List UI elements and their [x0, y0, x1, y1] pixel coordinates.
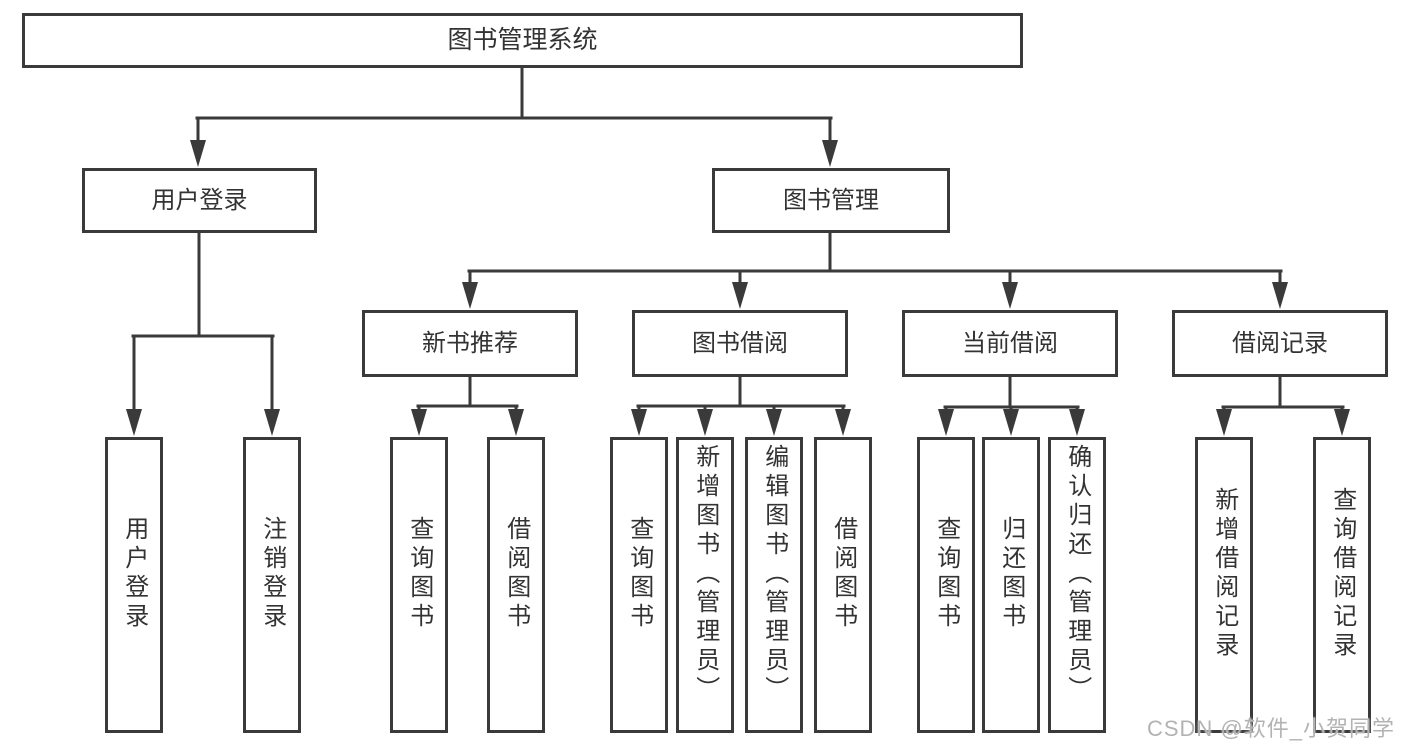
leaf-user-login-label: 用户登录	[120, 516, 148, 632]
node-current-borrowing: 当前借阅	[902, 310, 1118, 377]
leaf-br-query-record-label: 查询借阅记录	[1328, 487, 1356, 661]
leaf-cb-confirm-return-admin: 确认归还（管理员）	[1048, 437, 1106, 733]
leaf-nb-borrow-books: 借阅图书	[487, 437, 545, 733]
node-book-borrowing-label: 图书借阅	[692, 329, 788, 357]
leaf-logout: 注销登录	[243, 437, 301, 733]
leaf-bb-borrow-books: 借阅图书	[814, 437, 872, 733]
leaf-br-add-record: 新增借阅记录	[1195, 437, 1253, 733]
node-user-login: 用户登录	[82, 168, 317, 233]
leaf-bb-query-books: 查询图书	[610, 437, 668, 733]
leaf-nb-query-books: 查询图书	[390, 437, 448, 733]
leaf-cb-return-books: 归还图书	[982, 437, 1040, 733]
leaf-br-query-record: 查询借阅记录	[1313, 437, 1371, 733]
leaf-logout-label: 注销登录	[258, 516, 286, 632]
node-current-borrowing-label: 当前借阅	[962, 329, 1058, 357]
node-root-label: 图书管理系统	[447, 26, 598, 55]
leaf-bb-edit-books-admin-label: 编辑图书（管理员）	[760, 443, 788, 705]
node-new-book-recommend-label: 新书推荐	[422, 329, 518, 357]
leaf-cb-query-books-label: 查询图书	[932, 516, 960, 632]
node-borrowing-records: 借阅记录	[1172, 310, 1388, 377]
leaf-br-add-record-label: 新增借阅记录	[1210, 487, 1238, 661]
node-new-book-recommend: 新书推荐	[362, 310, 578, 377]
leaf-user-login: 用户登录	[105, 437, 163, 733]
node-book-management-label: 图书管理	[783, 186, 879, 214]
leaf-bb-borrow-books-label: 借阅图书	[829, 516, 857, 632]
node-book-management: 图书管理	[712, 168, 950, 233]
watermark: CSDN @软件_小贺同学	[1146, 716, 1395, 741]
leaf-cb-query-books: 查询图书	[917, 437, 975, 733]
leaf-bb-edit-books-admin: 编辑图书（管理员）	[745, 437, 803, 733]
node-user-login-label: 用户登录	[151, 186, 248, 214]
node-root: 图书管理系统	[22, 13, 1023, 68]
node-borrowing-records-label: 借阅记录	[1232, 329, 1328, 357]
leaf-bb-query-books-label: 查询图书	[625, 516, 653, 632]
leaf-nb-borrow-books-label: 借阅图书	[502, 516, 530, 632]
leaf-cb-confirm-return-admin-label: 确认归还（管理员）	[1063, 443, 1091, 705]
node-book-borrowing: 图书借阅	[632, 310, 848, 377]
leaf-nb-query-books-label: 查询图书	[405, 516, 433, 632]
arrowheads	[126, 140, 1350, 436]
leaf-cb-return-books-label: 归还图书	[997, 516, 1025, 632]
leaf-bb-add-books-admin: 新增图书（管理员）	[676, 437, 734, 733]
leaf-bb-add-books-admin-label: 新增图书（管理员）	[691, 443, 719, 705]
